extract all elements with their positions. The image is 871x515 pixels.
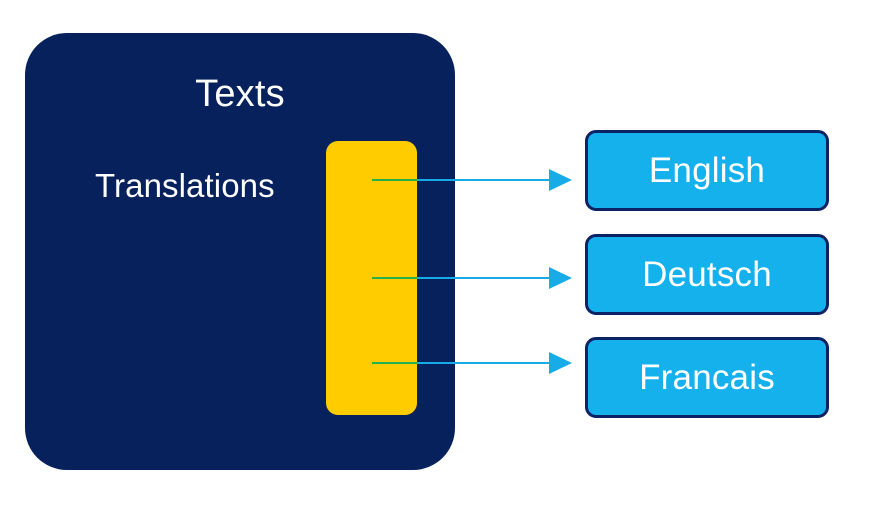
output-box-deutsch[interactable]: Deutsch [585,234,829,315]
output-box-english[interactable]: English [585,130,829,211]
translations-accent-bar [326,141,417,415]
output-box-francais[interactable]: Francais [585,337,829,418]
output-box-deutsch-label: Deutsch [642,254,772,294]
container-title: Texts [195,73,285,115]
container-subtitle: Translations [95,167,275,204]
output-box-francais-label: Francais [639,357,775,397]
output-box-english-label: English [648,150,766,190]
